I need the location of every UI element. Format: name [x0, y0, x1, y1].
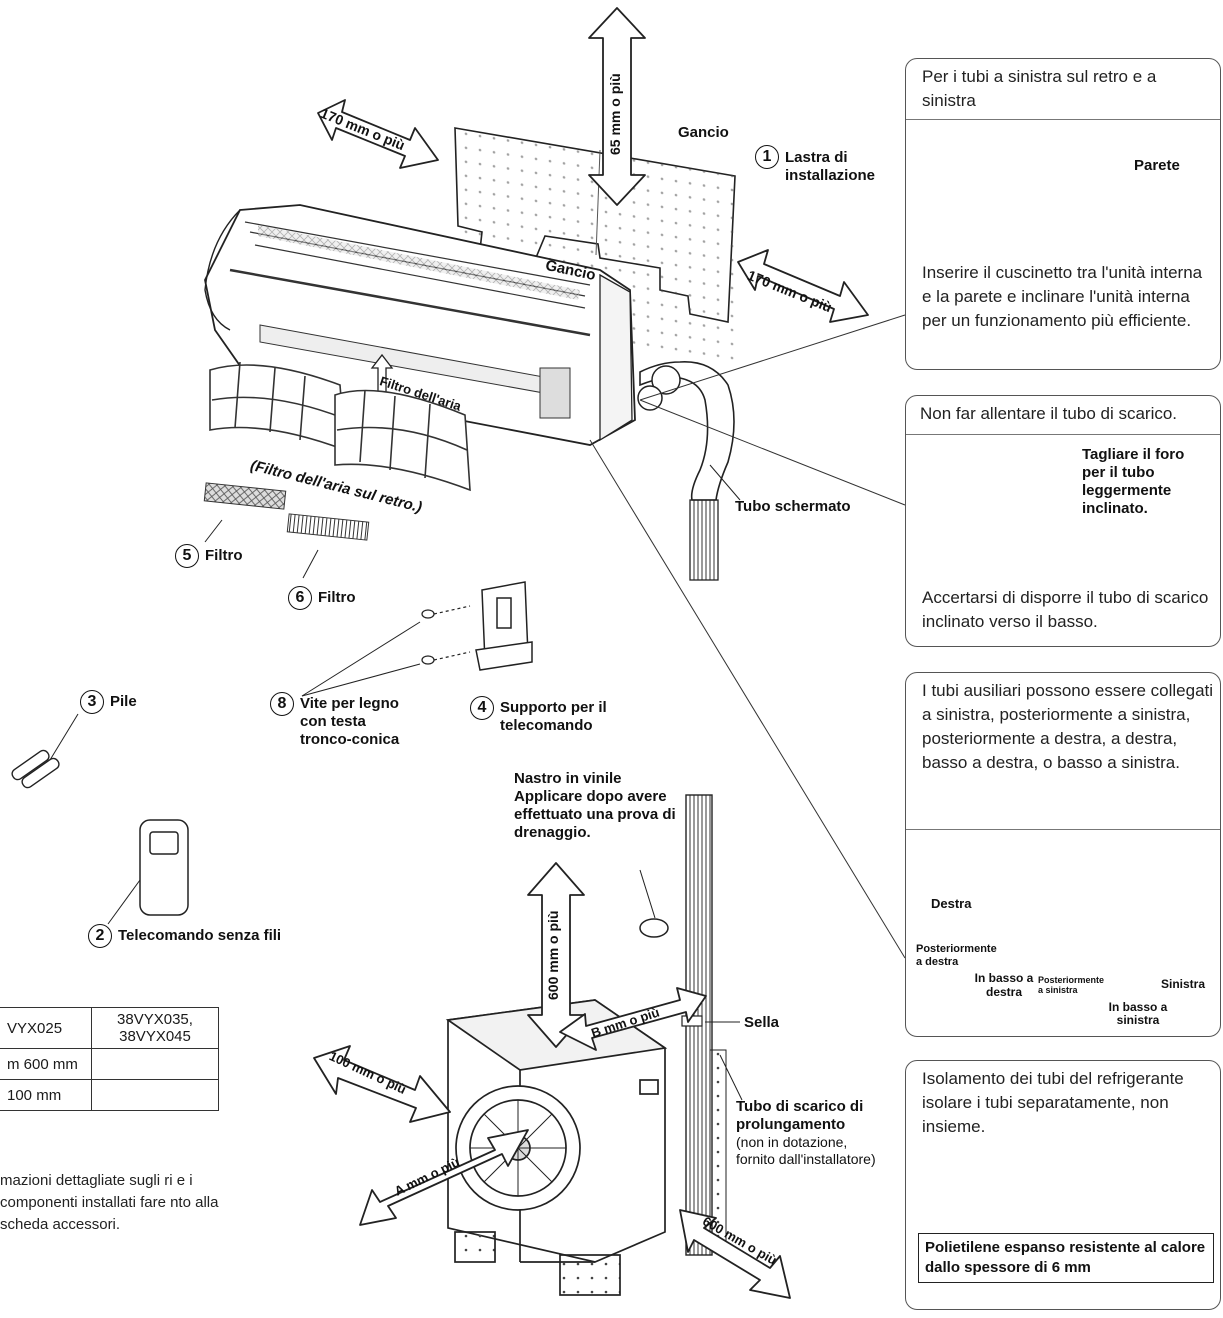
box2-note: Tagliare il foro per il tubo leggermente…	[1082, 446, 1185, 517]
box1-body: Inserire il cuscinetto tra l'unità inter…	[922, 263, 1203, 330]
dir-back-right: Posteriormente a destra	[916, 943, 997, 968]
shielded-tube-label: Tubo schermato	[735, 498, 851, 515]
dir-back-left: Posteriormente a sinistra	[1038, 975, 1105, 995]
dim-top: 65 mm o più	[607, 73, 623, 155]
info-box-pipe-directions: I tubi ausiliari possono essere collegat…	[905, 672, 1221, 1037]
vinyl-tape-label: Nastro in vinile Applicare dopo avere ef…	[514, 770, 676, 841]
accessory-note: mazioni dettagliate sugli ri e i compone…	[0, 1172, 219, 1233]
remote-controller-shape	[139, 819, 189, 916]
batteries-shape	[11, 749, 60, 789]
box2-title: Non far allentare il tubo di scarico.	[920, 404, 1178, 423]
wall-label: Parete	[1134, 157, 1180, 174]
box1-title: Per i tubi a sinistra sul retro e a sini…	[922, 67, 1157, 110]
filter-6-shape	[286, 513, 370, 541]
info-box-insulation: Isolamento dei tubi del refrigerante iso…	[905, 1060, 1221, 1310]
air-filter-right	[334, 389, 471, 492]
dir-right: Destra	[931, 896, 972, 911]
box4-title: Isolamento dei tubi del refrigerante iso…	[922, 1069, 1184, 1136]
dim-outdoor-top: 600 mm o più	[545, 910, 561, 1000]
dir-left: Sinistra	[1161, 977, 1206, 991]
box4-note: Polietilene espanso resistente al calore…	[918, 1233, 1214, 1283]
clearance-table: VYX025 38VYX035, 38VYX045 m 600 mm 100 m…	[0, 1007, 219, 1111]
saddle-label: Sella	[744, 1014, 780, 1031]
filter-5-shape	[203, 482, 287, 510]
box3-title: I tubi ausiliari possono essere collegat…	[922, 681, 1214, 772]
remote-holder-shape	[475, 581, 533, 671]
screws	[421, 605, 471, 665]
info-box-drain-hose: Non far allentare il tubo di scarico. Ta…	[905, 395, 1221, 647]
table-row: m 600 mm	[0, 1048, 219, 1080]
table-header-1: VYX025	[0, 1007, 92, 1049]
table-header-2: 38VYX035, 38VYX045	[91, 1007, 219, 1049]
box2-body: Accertarsi di disporre il tubo di scaric…	[922, 588, 1209, 631]
dir-bottom-right: In basso a destra	[974, 971, 1034, 999]
info-box-left-back-pipes: Per i tubi a sinistra sul retro e a sini…	[905, 58, 1221, 370]
table-row: 100 mm	[0, 1079, 219, 1111]
dir-bottom-left: In basso a sinistra	[1108, 1000, 1168, 1027]
drain-extension-label: Tubo di scarico di prolungamento (non in…	[736, 1098, 876, 1167]
hook-label-top: Gancio	[678, 124, 729, 141]
